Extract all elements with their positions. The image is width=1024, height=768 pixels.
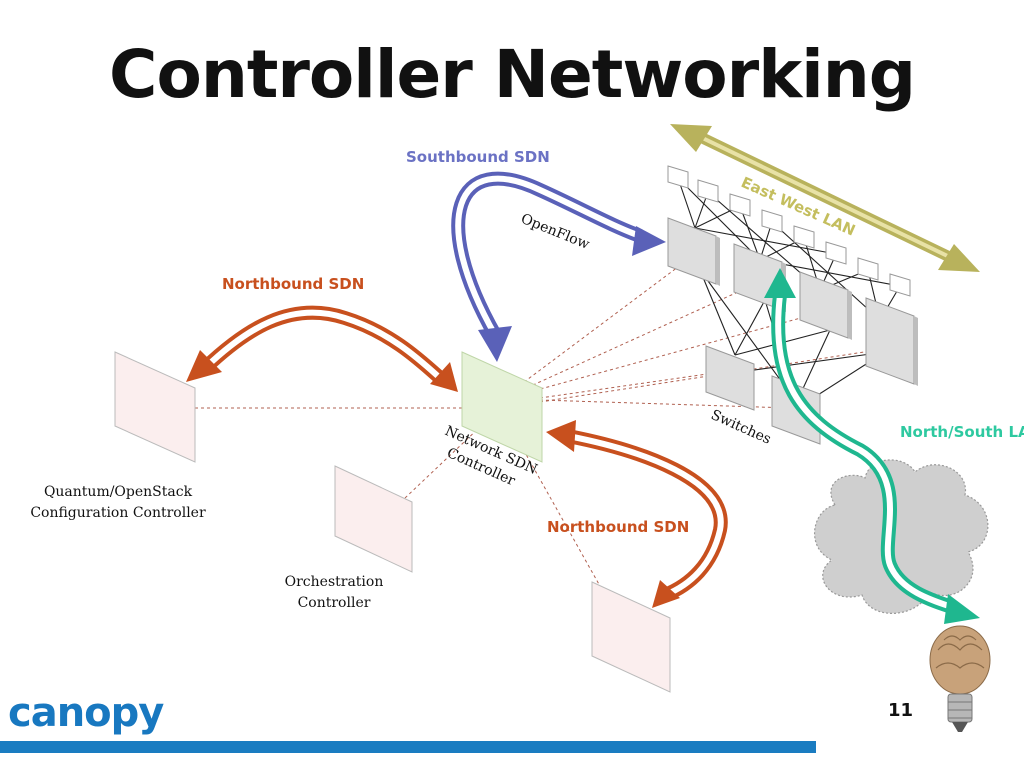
northbound-sdn-arrow-bottom bbox=[546, 420, 728, 608]
slide-title: Controller Networking bbox=[109, 36, 916, 113]
northbound-sdn-bottom-label: Northbound SDN bbox=[547, 518, 689, 536]
switch-row-top bbox=[667, 217, 915, 385]
north-south-lan-label: North/South LAN bbox=[900, 423, 1024, 441]
orchestration-label-line1: Orchestration bbox=[285, 574, 384, 590]
southbound-sdn-arrow bbox=[451, 171, 666, 362]
quantum-label-line2: Configuration Controller bbox=[30, 505, 206, 521]
north-south-lan-arrow bbox=[764, 268, 980, 624]
quantum-label-line1: Quantum/OpenStack bbox=[44, 484, 193, 500]
northbound-sdn-top-label: Northbound SDN bbox=[222, 275, 364, 293]
page-number: 11 bbox=[888, 700, 914, 721]
lightbulb-brain-icon bbox=[929, 625, 991, 732]
east-west-lan-arrow bbox=[670, 124, 980, 272]
network-sdn-controller-panel bbox=[461, 351, 543, 463]
openflow-label: OpenFlow bbox=[519, 211, 592, 253]
quantum-controller-panel bbox=[114, 351, 196, 463]
orchestration-controller-panel bbox=[334, 465, 413, 573]
bottom-controller-panel bbox=[591, 581, 671, 693]
orchestration-label-line2: Controller bbox=[298, 595, 371, 611]
southbound-sdn-label: Southbound SDN bbox=[406, 148, 550, 166]
canopy-logo: canopy bbox=[8, 690, 164, 736]
switch-row-bottom bbox=[705, 345, 821, 445]
northbound-sdn-arrow-top bbox=[186, 305, 458, 392]
footer-bar bbox=[0, 741, 816, 753]
switches-label: Switches bbox=[708, 407, 773, 448]
host-boxes bbox=[667, 165, 911, 297]
cloud-icon bbox=[814, 459, 989, 614]
